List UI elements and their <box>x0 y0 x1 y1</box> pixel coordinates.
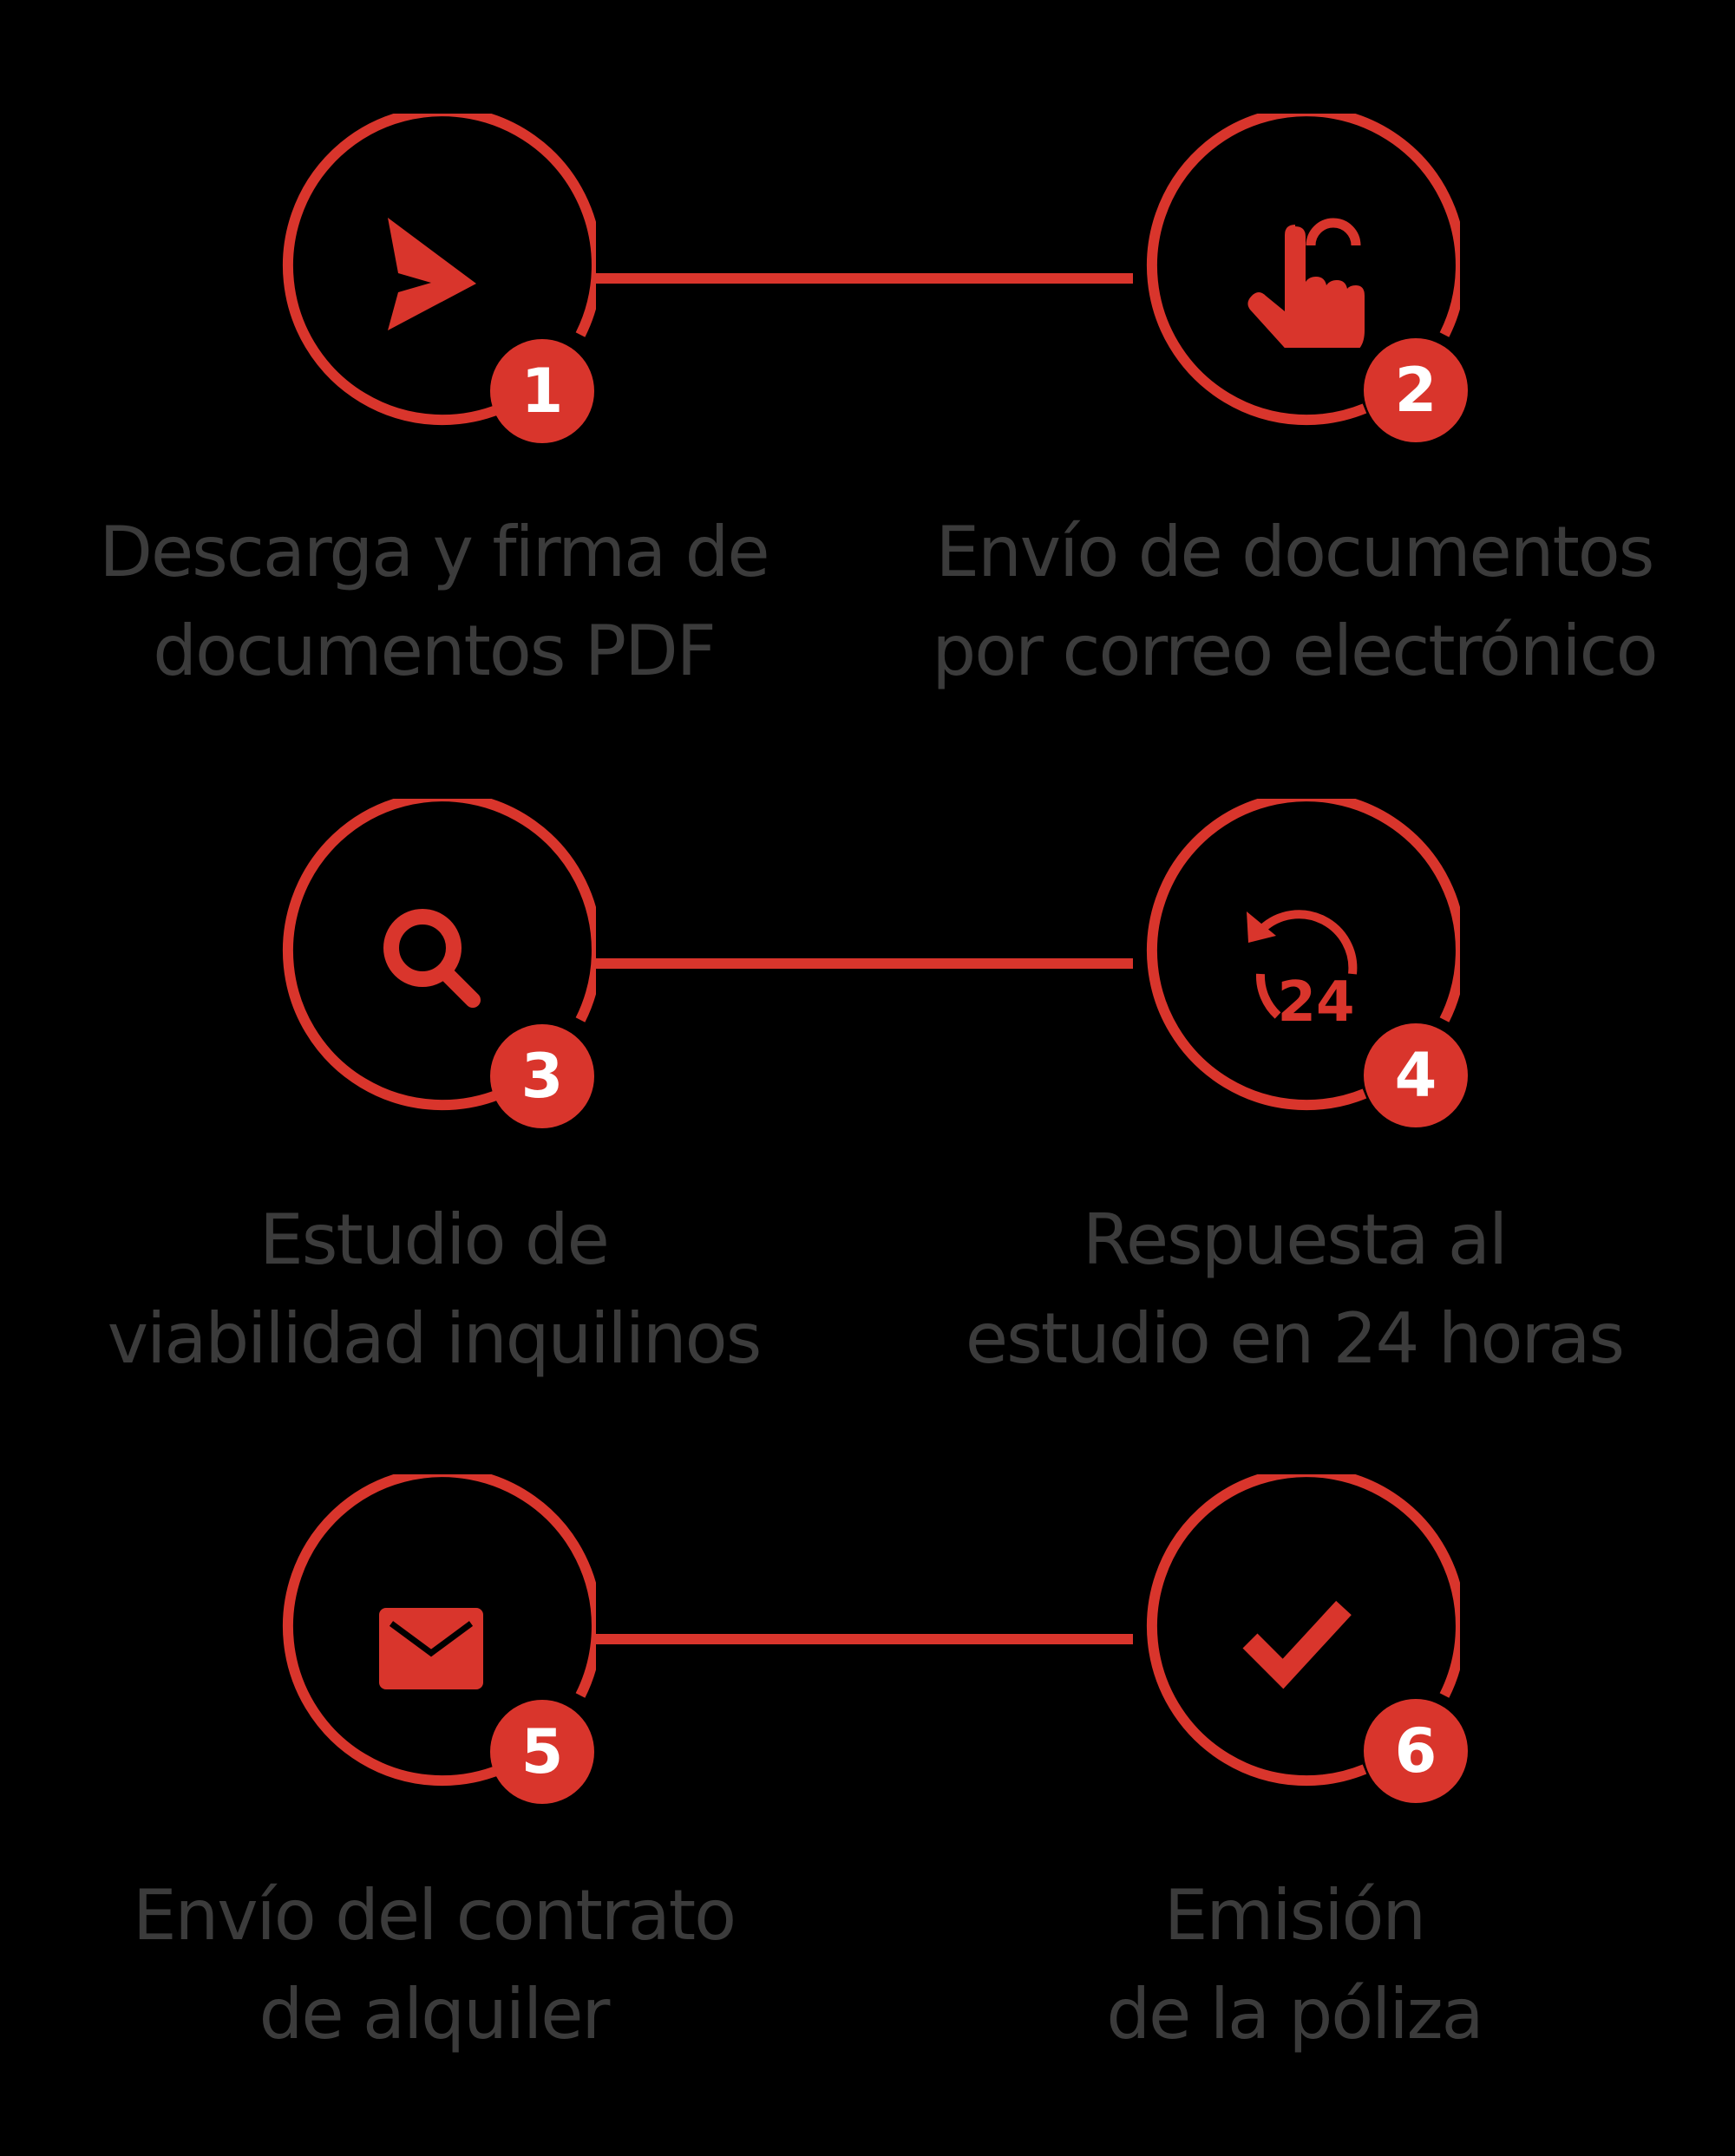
label-line: Respuesta al <box>1082 1199 1508 1280</box>
step-4: 24 4 <box>1130 799 1468 1128</box>
svg-text:24: 24 <box>1277 970 1354 1033</box>
step-2: 2 <box>1130 114 1468 443</box>
label-line: estudio en 24 horas <box>965 1298 1625 1379</box>
step-ring <box>1146 1474 1460 1787</box>
step-5-label: Envío del contrato de alquiler <box>0 1866 868 2064</box>
label-line: Envío del contrato <box>132 1875 737 1956</box>
envelope-icon <box>379 1608 483 1689</box>
step-1: 1 <box>266 114 596 443</box>
step-ring <box>282 114 596 426</box>
step-number-badge: 4 <box>1364 1023 1468 1127</box>
connector-5-6 <box>595 1634 1133 1644</box>
step-ring <box>1146 799 1460 1111</box>
step-ring <box>1146 114 1460 426</box>
24-hours-icon: 24 <box>1247 910 1358 1033</box>
label-line: viabilidad inquilinos <box>107 1298 763 1379</box>
tap-hand-icon <box>1247 218 1365 348</box>
step-number-badge: 5 <box>490 1700 594 1804</box>
step-3-label: Estudio de viabilidad inquilinos <box>0 1191 868 1388</box>
label-line: Estudio de <box>259 1199 610 1280</box>
label-line: por correo electrónico <box>932 611 1658 691</box>
step-ring <box>282 1474 596 1787</box>
connector-3-4 <box>595 958 1133 969</box>
step-number-badge: 3 <box>490 1024 594 1128</box>
label-line: documentos PDF <box>153 611 717 691</box>
connector-1-2 <box>595 273 1133 284</box>
step-5: 5 <box>266 1474 596 1804</box>
step-3: 3 <box>266 799 596 1128</box>
step-1-label: Descarga y firma de documentos PDF <box>0 503 868 701</box>
step-6-label: Emisión de la póliza <box>861 1866 1728 2064</box>
step-number-badge: 2 <box>1364 338 1468 442</box>
label-line: de alquiler <box>259 1974 611 2055</box>
label-line: Descarga y firma de <box>99 512 769 592</box>
checkmark-icon <box>1242 1600 1352 1689</box>
label-line: de la póliza <box>1106 1974 1483 2055</box>
step-number-badge: 6 <box>1364 1699 1468 1803</box>
send-arrow-icon <box>388 218 476 330</box>
step-2-label: Envío de documentos por correo electróni… <box>861 503 1728 701</box>
search-icon <box>383 909 481 1008</box>
label-line: Envío de documentos <box>935 512 1655 592</box>
step-number-badge: 1 <box>490 339 594 443</box>
label-line: Emisión <box>1163 1875 1426 1956</box>
step-ring <box>282 799 596 1111</box>
step-6: 6 <box>1130 1474 1468 1804</box>
step-4-label: Respuesta al estudio en 24 horas <box>861 1191 1728 1388</box>
